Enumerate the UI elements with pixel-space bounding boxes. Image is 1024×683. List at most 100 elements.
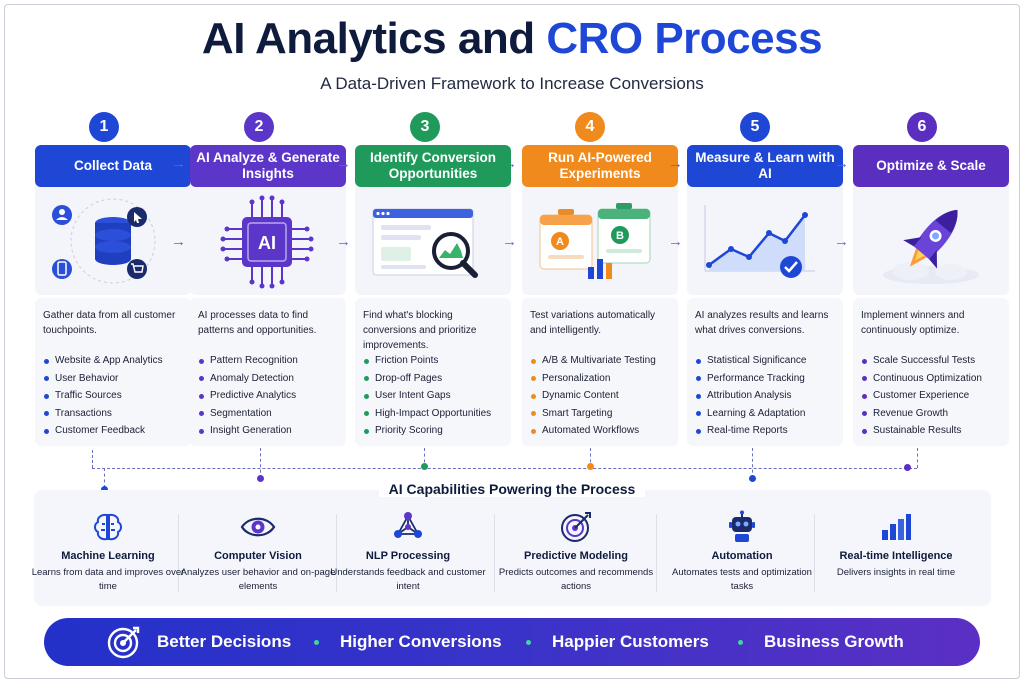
banner-separator-dot bbox=[314, 640, 319, 645]
step-title: Collect Data bbox=[35, 145, 191, 187]
step-detail-4: Test variations automatically and intell… bbox=[522, 298, 678, 446]
connector-line bbox=[92, 468, 917, 469]
list-item: Segmentation bbox=[198, 405, 338, 423]
capability-machine-learning: Machine Learning Learns from data and im… bbox=[30, 510, 186, 594]
step-title: Measure & Learn with AI bbox=[687, 145, 843, 187]
capability-nlp-processing: NLP Processing Understands feedback and … bbox=[330, 510, 486, 594]
capability-description: Automates tests and optimization tasks bbox=[672, 567, 812, 592]
capability-predictive-modeling: Predictive Modeling Predicts outcomes an… bbox=[498, 510, 654, 594]
eye-icon bbox=[240, 517, 276, 537]
connector-dot bbox=[749, 475, 756, 482]
banner-separator-dot bbox=[738, 640, 743, 645]
list-item: Attribution Analysis bbox=[695, 387, 835, 405]
page-title: AI Analytics and CRO Process bbox=[201, 14, 823, 63]
capability-description: Delivers insights in real time bbox=[836, 567, 956, 578]
connector-line bbox=[752, 448, 753, 478]
list-item: Statistical Significance bbox=[695, 352, 835, 370]
svg-text:B: B bbox=[616, 230, 624, 242]
list-item: Revenue Growth bbox=[861, 405, 1001, 423]
list-item: Transactions bbox=[43, 405, 183, 423]
list-item: Website & App Analytics bbox=[43, 352, 183, 370]
connector-line bbox=[590, 448, 591, 468]
list-item: A/B & Multivariate Testing bbox=[530, 352, 670, 370]
capability-description: Understands feedback and customer intent bbox=[330, 567, 486, 592]
connector-line bbox=[104, 468, 105, 488]
step-card-identify-opportunities: Identify Conversion Opportunities bbox=[355, 145, 511, 295]
connector-dot bbox=[421, 463, 428, 470]
page-frame bbox=[4, 4, 1020, 679]
capabilities-panel bbox=[34, 490, 991, 606]
step-card-measure-learn: Measure & Learn with AI bbox=[687, 145, 843, 295]
step-title: Identify Conversion Opportunities bbox=[355, 145, 511, 187]
capability-name: Machine Learning bbox=[61, 550, 155, 562]
step-number-5: 5 bbox=[740, 112, 770, 142]
capability-computer-vision: Computer Vision Analyzes user behavior a… bbox=[180, 510, 336, 594]
step-description: Find what's blocking conversions and pri… bbox=[363, 310, 477, 351]
divider bbox=[656, 514, 657, 592]
page-subtitle: A Data-Driven Framework to Increase Conv… bbox=[320, 74, 704, 93]
step-number-2: 2 bbox=[244, 112, 274, 142]
robot-icon bbox=[729, 510, 755, 542]
list-item: Pattern Recognition bbox=[198, 352, 338, 370]
divider bbox=[336, 514, 337, 592]
step-detail-5: AI analyzes results and learns what driv… bbox=[687, 298, 843, 446]
step-title: Run AI-Powered Experiments bbox=[522, 145, 678, 187]
capability-name: NLP Processing bbox=[365, 550, 451, 562]
step-number-4: 4 bbox=[575, 112, 605, 142]
list-item: Drop-off Pages bbox=[363, 370, 503, 388]
growth-chart-icon bbox=[704, 205, 815, 278]
list-item: Continuous Optimization bbox=[861, 370, 1001, 388]
banner-item: Business Growth bbox=[764, 632, 904, 651]
divider bbox=[178, 514, 179, 592]
network-icon bbox=[394, 512, 422, 538]
capability-description: Analyzes user behavior and on-page eleme… bbox=[180, 567, 336, 592]
banner-item: Happier Customers bbox=[552, 632, 709, 651]
list-item: Dynamic Content bbox=[530, 387, 670, 405]
step-detail-6: Implement winners and continuously optim… bbox=[853, 298, 1009, 446]
banner-item: Better Decisions bbox=[157, 632, 292, 651]
arrow-right-icon: → bbox=[502, 155, 517, 172]
list-item: Personalization bbox=[530, 370, 670, 388]
step-description: AI processes data to find patterns and o… bbox=[198, 310, 317, 336]
list-item: Smart Targeting bbox=[530, 405, 670, 423]
list-item: User Intent Gaps bbox=[363, 387, 503, 405]
arrow-right-icon: → bbox=[668, 155, 683, 172]
connector-dot bbox=[904, 464, 911, 471]
step-detail-2: AI processes data to find patterns and o… bbox=[190, 298, 346, 446]
capability-real-time-intelligence: Real-time Intelligence Delivers insights… bbox=[818, 510, 974, 580]
connector-dot bbox=[257, 475, 264, 482]
connector-line bbox=[917, 448, 918, 468]
step-description: Gather data from all customer touchpoint… bbox=[43, 310, 176, 336]
step-number-1: 1 bbox=[89, 112, 119, 142]
list-item: Priority Scoring bbox=[363, 422, 503, 440]
list-item: Sustainable Results bbox=[861, 422, 1001, 440]
capability-name: Real-time Intelligence bbox=[839, 550, 953, 562]
banner-item: Higher Conversions bbox=[340, 632, 502, 651]
step-description: AI analyzes results and learns what driv… bbox=[695, 310, 829, 336]
list-item: Real-time Reports bbox=[695, 422, 835, 440]
list-item: Customer Feedback bbox=[43, 422, 183, 440]
list-item: Automated Workflows bbox=[530, 422, 670, 440]
brain-icon bbox=[94, 513, 122, 541]
database-icon bbox=[52, 198, 156, 284]
arrow-right-icon: → bbox=[502, 233, 517, 250]
magnifier-chart-icon bbox=[372, 208, 478, 278]
list-item: Learning & Adaptation bbox=[695, 405, 835, 423]
step-number-6: 6 bbox=[907, 112, 937, 142]
capability-name: Computer Vision bbox=[214, 550, 302, 562]
arrow-right-icon: → bbox=[834, 233, 849, 250]
target-icon bbox=[107, 626, 140, 659]
connector-dot bbox=[587, 463, 594, 470]
capability-automation: Automation Automates tests and optimizat… bbox=[664, 510, 820, 594]
step-card-ai-analyze: AI Analyze & Generate Insights AI bbox=[190, 145, 346, 295]
capability-description: Learns from data and improves over time bbox=[31, 567, 185, 592]
arrow-right-icon: → bbox=[336, 233, 351, 250]
list-item: Friction Points bbox=[363, 352, 503, 370]
list-item: Performance Tracking bbox=[695, 370, 835, 388]
arrow-right-icon: → bbox=[171, 233, 186, 250]
rocket-icon bbox=[883, 209, 979, 284]
capabilities-title: AI Capabilities Powering the Process bbox=[0, 481, 1024, 497]
svg-text:AI: AI bbox=[258, 233, 276, 253]
connector-line bbox=[424, 448, 425, 468]
list-item: Scale Successful Tests bbox=[861, 352, 1001, 370]
